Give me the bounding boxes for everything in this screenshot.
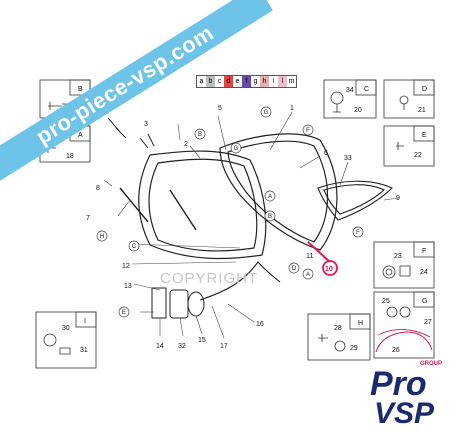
callout-14: 14 [156,343,164,350]
inset-H-letter: H [358,320,363,327]
inset-F [373,241,435,289]
callout-1: 1 [290,105,294,112]
marker-F1: F [306,128,310,134]
marker-A1: A [306,272,310,278]
marker-G2: G [234,146,239,152]
marker-F2: F [356,230,360,236]
callout-10: 10 [325,266,333,273]
marker-D1: D [292,266,297,272]
color-key-m: m [287,76,296,87]
color-key-f: f [242,76,251,87]
marker-H1: H [100,234,104,240]
inset-A-part: 18 [66,153,74,160]
inset-E [383,125,435,167]
inset-B-letter: B [78,86,83,93]
inset-C-part-top: 34 [346,87,354,94]
color-key-b: b [206,76,215,87]
callout-13: 13 [124,283,132,290]
inset-H [307,313,371,361]
inset-E-letter: E [422,132,427,139]
inset-I-letter: I [84,318,86,325]
inset-E-part: 22 [414,152,422,159]
inset-G-part-a: 25 [382,298,390,305]
marker-A2: A [268,194,272,200]
car-silhouette [375,331,433,353]
inset-F-letter: F [422,248,426,255]
rear-glass [219,133,338,251]
callout-33: 33 [344,155,352,162]
letter-marker-labels: B G F B F H C E D A A G [100,110,360,316]
letter-markers [96,106,364,318]
callout-12: 12 [122,263,130,270]
marker-C1: C [132,244,137,250]
color-key-a: a [197,76,206,87]
gas-struts [119,187,197,231]
copyright-watermark: COPYRIGHT [160,270,259,287]
color-key-h: h [260,76,269,87]
inset-D [383,79,435,119]
callout-16: 16 [256,321,264,328]
inset-A-letter: A [78,132,83,139]
tailgate-frame [138,150,267,260]
color-key-l: l [278,76,287,87]
cable-harness [199,261,281,301]
callout-9: 9 [396,195,400,202]
inset-C-letter: C [364,86,369,93]
inset-I [35,311,97,369]
hinge-hardware [107,117,155,149]
inset-G-letter: G [422,298,427,305]
brand-group-label: GROUP [420,361,443,367]
color-key-e: e [233,76,242,87]
brand-line-vsp: VSP [374,397,435,430]
callout-labels: 1 2 3 4 5 6 7 8 9 10 11 12 13 14 15 16 1… [86,93,400,350]
inset-H-part-b: 29 [350,345,358,352]
callout-17: 17 [220,343,228,350]
inset-G-part-c: 27 [424,319,432,326]
color-key-i: i [269,76,278,87]
callout-7: 7 [86,215,90,222]
callout-8: 8 [96,185,100,192]
color-key-d: d [224,76,233,87]
inset-F-part-a: 23 [394,253,402,260]
color-key-bar: a b c d e f g h i l m [196,75,297,88]
marker-B1: B [198,132,202,138]
callout-3: 3 [144,121,148,128]
callout-32: 32 [178,343,186,350]
inset-G [373,291,435,359]
lamp-assembly [151,287,205,319]
inset-D-letter: D [422,86,427,93]
callout-11: 11 [306,253,313,260]
inset-C [323,79,377,119]
callout-6: 6 [324,150,328,157]
callout-5: 5 [218,105,222,112]
part-10-highlight [307,241,338,276]
provsp-logo: GROUP Pro VSP [350,355,470,440]
side-window [317,180,393,221]
leader-lines [103,111,399,339]
inset-labels: B 19 A 18 C 34 20 D 21 E 22 F 23 24 G 25… [62,86,432,354]
color-key-g: g [251,76,260,87]
inset-I-part-b: 31 [80,347,88,354]
inset-G-part-b: 26 [392,347,400,354]
inset-C-part: 20 [354,107,362,114]
marker-G1: G [264,110,269,116]
inset-D-part: 21 [418,107,426,114]
marker-E1: E [122,310,126,316]
callout-2: 2 [184,141,188,148]
callout-15: 15 [198,337,206,344]
inset-F-part-b: 24 [420,269,428,276]
brand-line-pro: Pro [370,365,427,403]
inset-I-part-a: 30 [62,325,70,332]
marker-B2: B [268,214,272,220]
color-key-c: c [215,76,224,87]
inset-H-part-a: 28 [334,325,342,332]
